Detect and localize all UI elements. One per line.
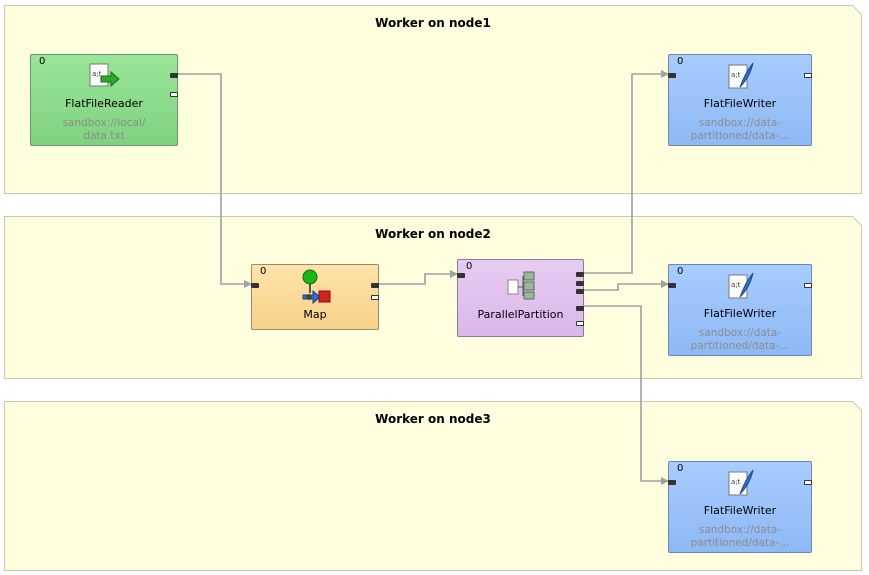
output-port[interactable] — [371, 295, 379, 300]
flat-file-writer-node-3[interactable]: 0 a;t FlatFileWriter sandbox://data- par… — [668, 461, 812, 553]
edge-map-to-partition[interactable] — [378, 270, 458, 285]
node-file-url: sandbox://data- — [698, 524, 782, 536]
phase-number: 0 — [39, 56, 46, 67]
partition-icon — [507, 271, 534, 300]
phase-title: Worker on node2 — [375, 227, 491, 241]
output-port[interactable] — [170, 92, 178, 97]
flat-file-writer-node-2[interactable]: 0 a;t FlatFileWriter sandbox://data- par… — [668, 264, 812, 356]
phase-number: 0 — [677, 266, 684, 277]
output-port[interactable] — [576, 321, 584, 326]
output-port[interactable] — [804, 73, 812, 78]
edge-partition-to-writer1[interactable] — [584, 70, 669, 274]
file-writer-icon: a;t — [728, 469, 754, 496]
output-port[interactable] — [804, 480, 812, 485]
phase-number: 0 — [677, 56, 684, 67]
svg-text:a;t: a;t — [731, 478, 741, 486]
map-icon — [302, 269, 331, 305]
fold-corner-icon — [852, 216, 862, 226]
output-port[interactable] — [576, 281, 584, 286]
node-file-url: partitioned/data-... — [690, 537, 790, 549]
input-port[interactable] — [668, 480, 676, 485]
flat-file-reader-node[interactable]: 0 a;t FlatFileReader sandbox://local/ da… — [30, 54, 178, 146]
file-reader-icon: a;t — [89, 63, 120, 88]
node-label: FlatFileReader — [65, 97, 143, 110]
node-file-url: sandbox://local/ — [62, 117, 146, 129]
output-port[interactable] — [371, 283, 379, 288]
svg-text:a;t: a;t — [731, 71, 741, 79]
output-port[interactable] — [576, 289, 584, 294]
node-file-url: sandbox://data- — [698, 117, 782, 129]
node-file-url: partitioned/data-... — [690, 340, 790, 352]
output-port[interactable] — [170, 73, 178, 78]
node-label: FlatFileWriter — [703, 504, 777, 517]
node-file-url: sandbox://data- — [698, 327, 782, 339]
parallel-partition-node[interactable]: 0 ParallelPartition — [457, 259, 584, 337]
file-writer-icon: a;t — [728, 62, 754, 89]
edge-reader-to-map[interactable] — [178, 73, 252, 288]
node-label: FlatFileWriter — [703, 97, 777, 110]
node-label: ParallelPartition — [477, 308, 564, 321]
phase-number: 0 — [677, 463, 684, 474]
fold-corner-icon — [852, 5, 862, 15]
input-port[interactable] — [668, 73, 676, 78]
edge-partition-to-writer3[interactable] — [584, 305, 669, 485]
input-port[interactable] — [251, 283, 259, 288]
phase-number: 0 — [260, 266, 267, 277]
node-file-url: data.txt — [83, 130, 125, 142]
svg-text:a;t: a;t — [92, 70, 102, 78]
input-port[interactable] — [668, 283, 676, 288]
phase-title: Worker on node3 — [375, 412, 491, 426]
output-port[interactable] — [804, 283, 812, 288]
node-label: FlatFileWriter — [703, 307, 777, 320]
phase-number: 0 — [466, 261, 473, 272]
svg-text:a;t: a;t — [731, 281, 741, 289]
input-port[interactable] — [457, 273, 465, 278]
flat-file-writer-node-1[interactable]: 0 a;t FlatFileWriter sandbox://data- par… — [668, 54, 812, 146]
file-writer-icon: a;t — [728, 272, 754, 299]
map-node[interactable]: 0 Map — [251, 264, 379, 330]
node-file-url: partitioned/data-... — [690, 130, 790, 142]
phase-title: Worker on node1 — [375, 16, 491, 30]
output-port[interactable] — [576, 306, 584, 311]
output-port[interactable] — [576, 272, 584, 277]
fold-corner-icon — [852, 401, 862, 411]
node-label: Map — [303, 308, 327, 321]
edge-partition-to-writer2[interactable] — [584, 280, 669, 291]
